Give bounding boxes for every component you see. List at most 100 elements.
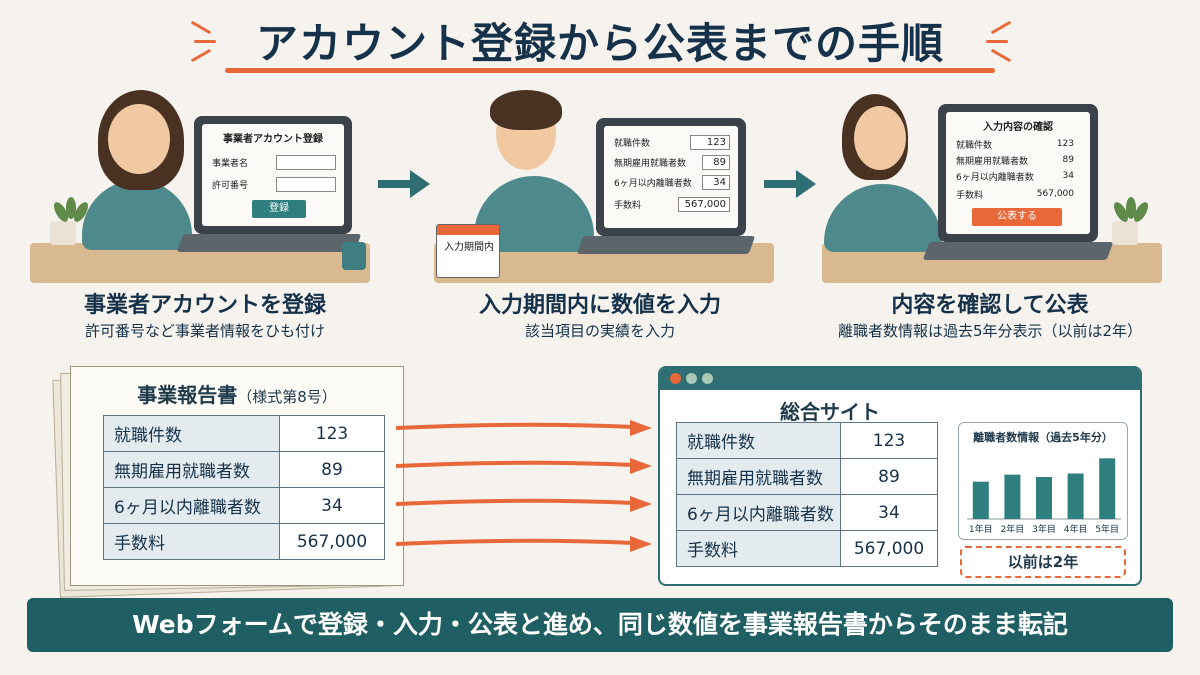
window-title-bar	[660, 368, 1140, 390]
chart-bar	[1099, 458, 1116, 519]
report-value: 34	[279, 487, 385, 524]
site-table: 就職件数 123 無期雇用就職者数 89 6ヶ月以内離職者数 34 手数料 56…	[676, 422, 938, 567]
confirm-row: 無期雇用就職者数 89	[956, 152, 1082, 168]
report-value: 123	[279, 415, 385, 452]
laptop-keyboard	[922, 242, 1114, 260]
permit-number-input[interactable]	[276, 176, 336, 192]
window-close-dot[interactable]	[670, 373, 681, 384]
person-hair	[490, 90, 562, 130]
chart-tick-label: 5年目	[1095, 523, 1119, 535]
entry-input[interactable]: 123	[690, 134, 730, 150]
step2-subtitle: 該当項目の実績を入力	[524, 322, 675, 340]
footer-summary-banner: Webフォームで登録・入力・公表と進め、同じ数値を事業報告書からそのまま転記	[27, 598, 1173, 652]
confirm-row: 就職件数 123	[956, 136, 1082, 152]
entry-label: 6ヶ月以内離職者数	[614, 178, 692, 189]
confirm-label: 手数料	[956, 190, 984, 201]
chart-tick-label: 2年目	[1001, 523, 1025, 535]
entry-input[interactable]: 89	[702, 154, 730, 170]
scene-data-entry: 入力期間内 就職件数 123 無期雇用就職者数 89 6ヶ月以内離職者数 34 …	[434, 88, 774, 283]
laptop-keyboard	[576, 236, 756, 254]
entry-row: 無期雇用就職者数 89	[614, 154, 730, 170]
site-value: 89	[840, 458, 938, 495]
turnover-bar-chart: 1年目 2年目 3年目 4年目 5年目	[967, 458, 1121, 535]
laptop-keyboard	[176, 234, 362, 252]
scene-confirm-publish: 入力内容の確認 就職件数 123 無期雇用就職者数 89 6ヶ月以内離職者数 3…	[822, 88, 1162, 283]
step3-title: 内容を確認して公表	[891, 293, 1089, 318]
plant-leaf	[66, 197, 76, 219]
table-row: 就職件数 123	[676, 422, 938, 459]
site-label: 無期雇用就職者数	[676, 458, 841, 495]
site-label: 手数料	[676, 530, 841, 567]
field-label: 許可番号	[212, 180, 249, 191]
plant-leaf	[1126, 197, 1136, 219]
publish-button[interactable]: 公表する	[972, 208, 1062, 226]
confirm-value: 567,000	[1036, 189, 1074, 199]
field-row-company: 事業者名	[212, 154, 336, 170]
business-report-document: 事業報告書（様式第8号） 就職件数 123 無期雇用就職者数 89 6ヶ月以内離…	[70, 366, 404, 586]
title-spark-right-2	[986, 40, 1008, 43]
confirm-label: 無期雇用就職者数	[956, 156, 1029, 167]
calendar-icon: 入力期間内	[436, 224, 500, 278]
confirm-value: 123	[1056, 139, 1074, 149]
confirm-label: 就職件数	[956, 140, 993, 151]
person-body	[82, 180, 192, 250]
calendar-label: 入力期間内	[444, 242, 494, 253]
chart-tick-label: 3年目	[1032, 523, 1056, 535]
previous-period-note: 以前は2年	[960, 546, 1126, 578]
mug	[342, 242, 366, 270]
confirm-row: 6ヶ月以内離職者数 34	[956, 168, 1082, 184]
confirm-row: 手数料 567,000	[956, 186, 1082, 202]
entry-label: 無期雇用就職者数	[614, 158, 687, 169]
entry-row: 就職件数 123	[614, 134, 730, 150]
confirm-value: 89	[1062, 155, 1074, 165]
table-row: 手数料 567,000	[676, 530, 938, 567]
step1-subtitle: 許可番号など事業者情報をひも付け	[84, 322, 325, 340]
chart-tick-label: 1年目	[969, 523, 993, 535]
entry-label: 就職件数	[614, 138, 651, 149]
calendar-header	[437, 225, 499, 235]
confirm-value: 34	[1062, 171, 1074, 181]
site-label: 就職件数	[676, 422, 841, 459]
transfer-arrow-icon	[395, 420, 652, 436]
step-arrow-icon	[764, 170, 816, 198]
chart-tick-label: 4年目	[1064, 523, 1088, 535]
step-arrow-icon	[378, 170, 430, 198]
report-table: 就職件数 123 無期雇用就職者数 89 6ヶ月以内離職者数 34 手数料 56…	[103, 415, 385, 560]
chart-bar	[1036, 477, 1052, 519]
entry-row: 手数料 567,000	[614, 196, 730, 212]
field-label: 事業者名	[212, 158, 249, 169]
table-row: 6ヶ月以内離職者数 34	[103, 487, 385, 524]
report-value: 567,000	[279, 523, 385, 560]
transfer-arrow-icon	[395, 496, 652, 512]
report-label: 無期雇用就職者数	[103, 451, 280, 488]
confirm-title: 入力内容の確認	[983, 122, 1053, 133]
chart-bar	[1004, 474, 1021, 519]
site-value: 123	[840, 422, 938, 459]
transfer-arrow-icon	[395, 458, 652, 474]
person-body	[824, 184, 942, 252]
title-spark-left-2	[194, 40, 216, 43]
plant-pot	[50, 221, 76, 245]
company-name-input[interactable]	[276, 154, 336, 170]
entry-row: 6ヶ月以内離職者数 34	[614, 174, 730, 190]
table-row: 手数料 567,000	[103, 523, 385, 560]
table-row: 無期雇用就職者数 89	[676, 458, 938, 495]
report-value: 89	[279, 451, 385, 488]
person-face	[854, 106, 906, 170]
window-maximize-dot[interactable]	[702, 373, 713, 384]
step3-subtitle: 離職者数情報は過去5年分表示（以前は2年）	[837, 322, 1143, 340]
report-title-wrap: 事業報告書（様式第8号）	[71, 379, 403, 408]
window-minimize-dot[interactable]	[686, 373, 697, 384]
entry-input[interactable]: 567,000	[678, 196, 730, 212]
register-button[interactable]: 登録	[252, 200, 306, 218]
site-title: 総合サイト	[780, 400, 880, 424]
site-value: 567,000	[840, 530, 938, 567]
table-row: 無期雇用就職者数 89	[103, 451, 385, 488]
entry-form: 就職件数 123 無期雇用就職者数 89 6ヶ月以内離職者数 34 手数料 56…	[604, 126, 738, 228]
entry-input[interactable]: 34	[702, 174, 730, 190]
site-value: 34	[840, 494, 938, 531]
confirm-label: 6ヶ月以内離職者数	[956, 172, 1034, 183]
step2-title: 入力期間内に数値を入力	[478, 293, 721, 318]
report-label: 就職件数	[103, 415, 280, 452]
